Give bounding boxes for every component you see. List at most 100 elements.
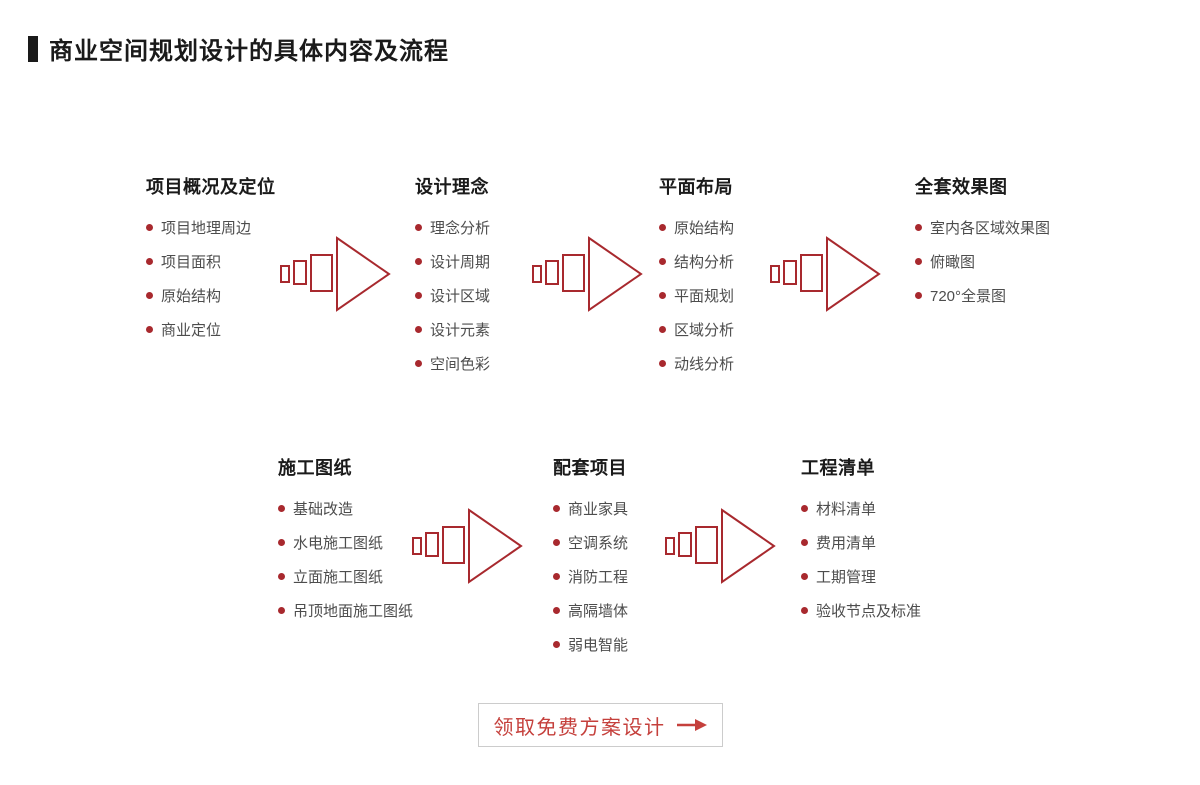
list-item: 区域分析 — [659, 312, 899, 346]
list-item-label: 消防工程 — [568, 568, 629, 586]
list-item: 空间色彩 — [415, 346, 655, 380]
list-item-label: 设计元素 — [430, 321, 491, 339]
list-item: 高隔墙体 — [553, 593, 793, 627]
bullet-icon — [415, 359, 422, 367]
list-item-label: 材料清单 — [816, 500, 877, 518]
bullet-icon — [278, 504, 285, 512]
group-floor-plan: 平面布局 原始结构 结构分析 平面规划 区域分析 动线分析 — [659, 178, 899, 380]
group-title: 全套效果图 — [915, 177, 1008, 197]
group-item-list: 材料清单 费用清单 工期管理 验收节点及标准 — [801, 491, 1041, 627]
bullet-icon — [553, 538, 560, 546]
list-item-label: 吊顶地面施工图纸 — [293, 602, 414, 620]
bullet-icon — [659, 325, 666, 333]
group-design-concept: 设计理念 理念分析 设计周期 设计区域 设计元素 空间色彩 — [415, 178, 655, 380]
list-item-label: 费用清单 — [816, 534, 877, 552]
group-supporting-projects: 配套项目 商业家具 空调系统 消防工程 高隔墙体 弱电智能 — [553, 459, 793, 661]
flow-arrow-icon — [531, 236, 643, 312]
group-title: 平面布局 — [659, 177, 733, 197]
list-item-label: 商业家具 — [568, 500, 629, 518]
list-item-label: 工期管理 — [816, 568, 877, 586]
group-title: 工程清单 — [801, 458, 875, 478]
bullet-icon — [659, 257, 666, 265]
list-item: 商业定位 — [146, 312, 386, 346]
list-item: 商业家具 — [553, 491, 793, 525]
bullet-icon — [415, 257, 422, 265]
group-item-list: 商业家具 空调系统 消防工程 高隔墙体 弱电智能 — [553, 491, 793, 661]
list-item: 弱电智能 — [553, 627, 793, 661]
bullet-icon — [415, 291, 422, 299]
list-item-label: 商业定位 — [161, 321, 222, 339]
bullet-icon — [553, 640, 560, 648]
flow-arrow-icon — [411, 508, 523, 584]
bullet-icon — [915, 291, 922, 299]
bullet-icon — [801, 504, 808, 512]
bullet-icon — [801, 606, 808, 614]
list-item-label: 理念分析 — [430, 219, 491, 237]
flow-arrow-icon — [769, 236, 881, 312]
list-item: 验收节点及标准 — [801, 593, 1041, 627]
group-title: 设计理念 — [415, 177, 489, 197]
list-item: 立面施工图纸 — [278, 559, 518, 593]
list-item: 720°全景图 — [915, 278, 1155, 312]
list-item: 项目地理周边 — [146, 210, 386, 244]
bullet-icon — [278, 572, 285, 580]
list-item: 室内各区域效果图 — [915, 210, 1155, 244]
list-item-label: 空调系统 — [568, 534, 629, 552]
list-item: 项目面积 — [146, 244, 386, 278]
list-item: 俯瞰图 — [915, 244, 1155, 278]
group-title: 项目概况及定位 — [146, 177, 276, 197]
flow-arrow-icon — [279, 236, 391, 312]
list-item-label: 原始结构 — [674, 219, 735, 237]
group-title: 施工图纸 — [278, 458, 352, 478]
list-item-label: 验收节点及标准 — [816, 602, 922, 620]
bullet-icon — [553, 572, 560, 580]
bullet-icon — [801, 538, 808, 546]
list-item-label: 立面施工图纸 — [293, 568, 384, 586]
bullet-icon — [146, 325, 153, 333]
list-item: 费用清单 — [801, 525, 1041, 559]
bullet-icon — [146, 223, 153, 231]
bullet-icon — [146, 291, 153, 299]
bullet-icon — [659, 223, 666, 231]
list-item: 原始结构 — [659, 210, 899, 244]
bullet-icon — [915, 223, 922, 231]
list-item-label: 区域分析 — [674, 321, 735, 339]
cta-button[interactable]: 领取免费方案设计 — [478, 703, 723, 747]
list-item-label: 基础改造 — [293, 500, 354, 518]
bullet-icon — [553, 606, 560, 614]
bullet-icon — [801, 572, 808, 580]
bullet-icon — [278, 606, 285, 614]
bullet-icon — [415, 223, 422, 231]
list-item: 理念分析 — [415, 210, 655, 244]
list-item: 设计区域 — [415, 278, 655, 312]
list-item: 材料清单 — [801, 491, 1041, 525]
bullet-icon — [659, 291, 666, 299]
flow-arrow-icon — [664, 508, 776, 584]
right-arrow-icon — [676, 719, 707, 731]
page-title-row: 商业空间规划设计的具体内容及流程 — [28, 31, 449, 66]
group-item-list: 理念分析 设计周期 设计区域 设计元素 空间色彩 — [415, 210, 655, 380]
list-item: 原始结构 — [146, 278, 386, 312]
list-item: 消防工程 — [553, 559, 793, 593]
bullet-icon — [146, 257, 153, 265]
list-item-label: 高隔墙体 — [568, 602, 629, 620]
list-item-label: 设计区域 — [430, 287, 491, 305]
list-item-label: 水电施工图纸 — [293, 534, 384, 552]
list-item: 设计周期 — [415, 244, 655, 278]
bullet-icon — [659, 359, 666, 367]
bullet-icon — [553, 504, 560, 512]
list-item: 吊顶地面施工图纸 — [278, 593, 518, 627]
group-item-list: 室内各区域效果图 俯瞰图 720°全景图 — [915, 210, 1155, 312]
group-renderings: 全套效果图 室内各区域效果图 俯瞰图 720°全景图 — [915, 178, 1155, 312]
list-item-label: 俯瞰图 — [930, 253, 976, 271]
list-item: 设计元素 — [415, 312, 655, 346]
list-item-label: 平面规划 — [674, 287, 735, 305]
list-item: 空调系统 — [553, 525, 793, 559]
list-item-label: 结构分析 — [674, 253, 735, 271]
group-title: 配套项目 — [553, 458, 627, 478]
list-item: 工期管理 — [801, 559, 1041, 593]
group-item-list: 基础改造 水电施工图纸 立面施工图纸 吊顶地面施工图纸 — [278, 491, 518, 627]
group-item-list: 原始结构 结构分析 平面规划 区域分析 动线分析 — [659, 210, 899, 380]
cta-label: 领取免费方案设计 — [493, 716, 666, 739]
